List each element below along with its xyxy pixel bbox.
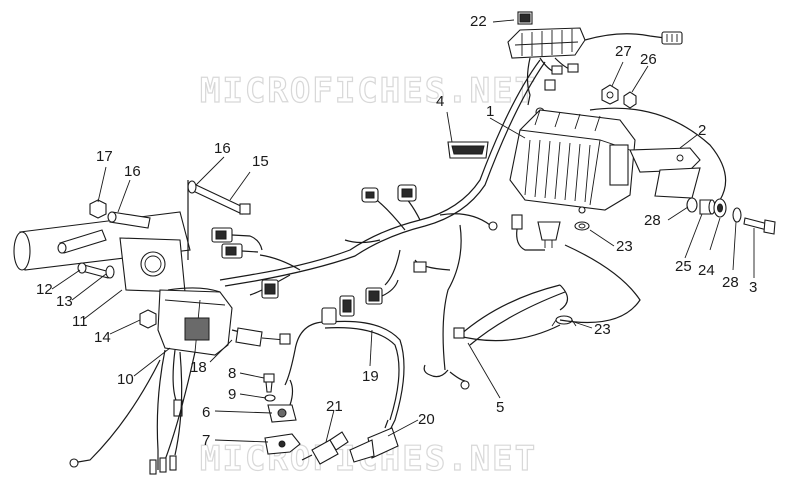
callout-14: 14 <box>94 329 111 346</box>
harness-connector-left-2[interactable] <box>221 243 259 259</box>
part-19-sensor-lead[interactable] <box>284 307 405 431</box>
harness-connector-mid-3[interactable] <box>365 279 399 305</box>
part-21-spark-plug[interactable] <box>301 431 349 465</box>
callout-26: 26 <box>640 51 657 68</box>
harness-connector-right-2[interactable] <box>488 221 498 231</box>
part-5-cable-loop[interactable] <box>423 244 641 390</box>
part-11-mounting-plate[interactable] <box>119 237 186 293</box>
part-9-washer[interactable] <box>264 394 276 402</box>
harness-connector-left-1[interactable] <box>211 227 263 251</box>
part-28-washer-right[interactable] <box>732 207 742 223</box>
callout-12: 12 <box>36 281 53 298</box>
callout-20: 20 <box>418 411 435 428</box>
part-23-clamp-upper[interactable] <box>574 221 590 231</box>
callout-28-left: 28 <box>644 212 661 229</box>
part-12-screw[interactable] <box>77 262 111 279</box>
callout-19: 19 <box>362 368 379 385</box>
callout-11: 11 <box>72 313 88 330</box>
callout-28-right: 28 <box>722 274 739 291</box>
part-18-hv-lead-cap[interactable] <box>235 327 291 347</box>
harness-connector-small[interactable] <box>413 261 427 273</box>
harness-connector-plug[interactable] <box>537 221 561 248</box>
callout-3: 3 <box>749 279 757 296</box>
harness-connector-mid-1[interactable] <box>261 279 279 299</box>
part-16-spacer-right[interactable] <box>107 211 151 229</box>
part-8-screw[interactable] <box>263 373 275 393</box>
callout-21: 21 <box>326 398 343 415</box>
callout-27: 27 <box>615 43 632 60</box>
part-1-control-unit[interactable] <box>509 109 636 214</box>
part-10-ignition-coil[interactable] <box>157 287 249 356</box>
part-13-washer[interactable] <box>105 265 115 279</box>
callout-1: 1 <box>486 103 494 120</box>
part-3-screw[interactable] <box>743 217 776 235</box>
part-28-washer-left[interactable] <box>686 197 698 213</box>
callout-16-right: 16 <box>214 140 231 157</box>
part-6-sensor[interactable] <box>267 379 297 423</box>
callout-10: 10 <box>117 371 134 388</box>
callout-17: 17 <box>96 148 113 165</box>
part-20-spark-plug-cap[interactable] <box>349 419 399 463</box>
callout-23-lower: 23 <box>594 321 611 338</box>
callout-2: 2 <box>698 122 706 139</box>
callout-22: 22 <box>470 13 487 30</box>
callout-18: 18 <box>190 359 207 376</box>
part-4-fuse[interactable] <box>447 141 489 159</box>
callout-8: 8 <box>228 365 236 382</box>
callout-9: 9 <box>228 386 236 403</box>
part-25-spacer[interactable] <box>699 199 716 215</box>
part-24-grommet[interactable] <box>713 198 727 218</box>
part-26-washer[interactable] <box>623 91 637 109</box>
callout-24: 24 <box>698 262 715 279</box>
leader-lines <box>51 19 755 443</box>
callout-4: 4 <box>436 93 444 110</box>
part-17-nut[interactable] <box>89 199 107 219</box>
callout-labels: 1 2 3 4 5 6 7 8 9 10 11 12 13 14 15 16 1… <box>36 13 757 449</box>
callout-23-upper: 23 <box>616 238 633 255</box>
callout-15: 15 <box>252 153 269 170</box>
harness-connector-right-1[interactable] <box>511 214 545 251</box>
watermark-top: MICROFICHES.NET <box>200 71 537 111</box>
part-14-nut[interactable] <box>139 309 157 329</box>
part-22-relay[interactable] <box>517 11 533 25</box>
callout-25: 25 <box>675 258 692 275</box>
part-15-long-bolt[interactable] <box>187 180 251 260</box>
callout-13: 13 <box>56 293 73 310</box>
callout-16-left: 16 <box>124 163 141 180</box>
callout-5: 5 <box>496 399 504 416</box>
part-2-mounting-bracket[interactable] <box>589 107 727 201</box>
callout-7: 7 <box>202 432 210 449</box>
harness-connector-top-2[interactable] <box>397 184 417 202</box>
harness-connector-mid-2[interactable] <box>339 295 355 317</box>
callout-6: 6 <box>202 404 210 421</box>
part-7-gasket[interactable] <box>264 433 301 455</box>
part-16-spacer-left[interactable] <box>57 229 107 254</box>
part-27-nut[interactable] <box>601 84 619 105</box>
harness-connector-top-1[interactable] <box>361 187 379 203</box>
fuse-box-connector-block[interactable] <box>507 27 683 117</box>
coil-wires-bottom[interactable] <box>69 349 196 475</box>
part-23-clamp-lower[interactable] <box>551 315 577 327</box>
